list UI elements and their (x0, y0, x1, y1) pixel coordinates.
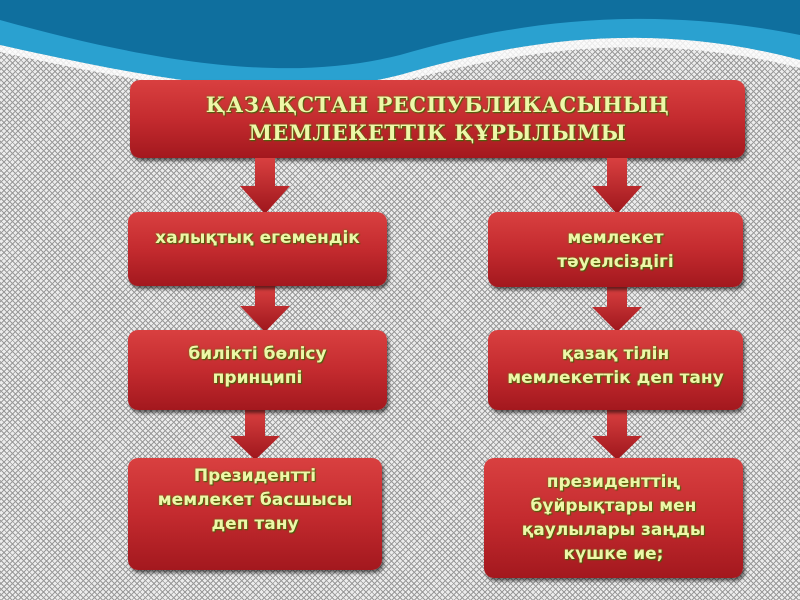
arrow-down-icon (240, 158, 290, 214)
box-text: президенттің (546, 472, 681, 492)
box-text: қазақ тілін (561, 344, 670, 364)
box-text: мемлекет басшысы (157, 490, 353, 510)
title-line: МЕМЛЕКЕТТІК ҚҰРЫЛЫМЫ (248, 120, 627, 145)
arrow-down-icon (240, 286, 290, 332)
arrow-down-icon (592, 287, 642, 332)
box-text: билікті бөлісу (188, 344, 327, 364)
header-wave-decoration (0, 0, 800, 94)
left-box-1: халықтық егемендік (128, 212, 387, 286)
box-text: тәуелсіздігі (557, 251, 674, 272)
box-text: мемлекеттік деп тану (507, 368, 724, 388)
title-line: ҚАЗАҚСТАН РЕСПУБЛИКАСЫНЫҢ (205, 92, 670, 117)
box-text: күшке ие; (563, 544, 664, 564)
box-text: деп тану (211, 514, 299, 534)
right-box-3: президенттің бұйрықтары мен қаулылары заңд… (484, 458, 743, 578)
right-box-2: қазақ тілін мемлекеттік деп тану (488, 330, 743, 410)
right-box-1: мемлекет тәуелсіздігі (488, 212, 743, 287)
box-text: халықтық егемендік (155, 228, 360, 248)
left-box-2: билікті бөлісу принципі (128, 330, 387, 410)
arrow-down-icon (592, 410, 642, 460)
box-text: Президентті (193, 466, 317, 486)
arrow-down-icon (230, 410, 280, 460)
box-text: қаулылары заңды (521, 520, 706, 540)
box-text: мемлекет (567, 227, 664, 248)
box-text: бұйрықтары мен (530, 496, 697, 516)
title-box: ҚАЗАҚСТАН РЕСПУБЛИКАСЫНЫҢ МЕМЛЕКЕТТІК ҚҰР… (130, 80, 745, 158)
left-box-3: Президентті мемлекет басшысы деп тану (128, 458, 382, 570)
arrow-down-icon (592, 158, 642, 214)
box-text: принципі (212, 368, 303, 388)
